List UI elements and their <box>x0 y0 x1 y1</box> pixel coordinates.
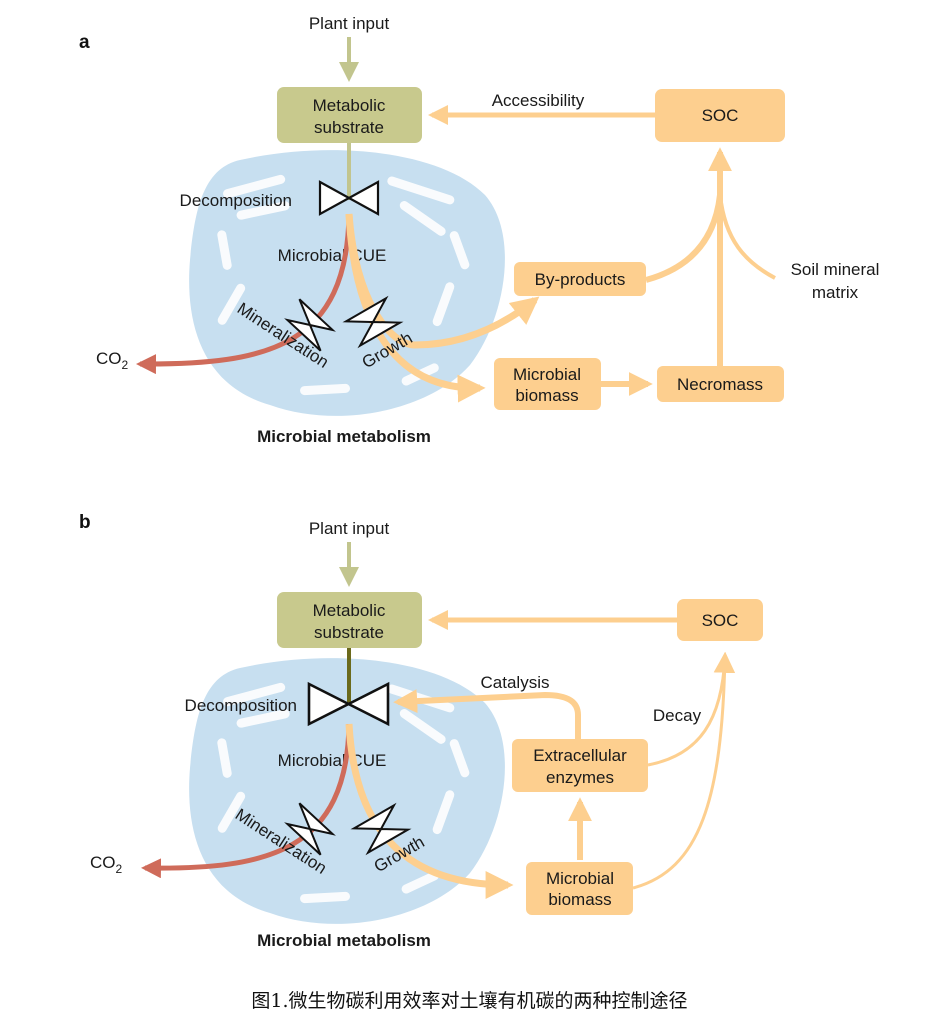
growth-valve-a <box>342 295 404 349</box>
biomass-to-soc-arrow-b <box>632 651 736 890</box>
decomposition-label-a: Decomposition <box>180 191 292 210</box>
panel-a: a Plant input Metabolic substrate <box>79 14 879 446</box>
mineralization-valve-b <box>284 802 336 856</box>
microbial-biomass-line1-b: Microbial <box>546 869 614 888</box>
panel-b-letter: b <box>79 512 91 533</box>
microbial-biomass-line1-a: Microbial <box>513 365 581 384</box>
growth-to-biomass-arrow-a <box>345 213 486 403</box>
microbial-biomass-line2-a: biomass <box>515 386 578 405</box>
microbial-metabolism-label-a: Microbial metabolism <box>257 427 431 446</box>
metabolic-substrate-box-b <box>277 592 422 648</box>
extracellular-enzymes-line1-b: Extracellular <box>533 746 627 765</box>
microbial-biomass-box-b <box>526 862 633 915</box>
co2-label-b: CO2 <box>90 853 123 876</box>
microbial-biomass-line2-b: biomass <box>548 890 611 909</box>
figure-caption: 图1.微生物碳利用效率对土壤有机碳的两种控制途径 <box>251 990 688 1012</box>
accessibility-label-a: Accessibility <box>492 91 585 110</box>
soc-label-a: SOC <box>702 106 739 125</box>
metabolic-substrate-line1-b: Metabolic <box>313 601 386 620</box>
microbial-biomass-box-a <box>494 358 601 410</box>
extracellular-enzymes-line2-b: enzymes <box>546 768 614 787</box>
growth-valve-b <box>350 802 412 856</box>
plant-input-label-a: Plant input <box>309 14 390 33</box>
metabolic-substrate-line1-a: Metabolic <box>313 96 386 115</box>
metabolic-substrate-box-a <box>277 87 422 143</box>
soc-box-b <box>677 599 763 641</box>
decomposition-valve-a <box>318 180 380 216</box>
co2-label-a: CO2 <box>96 349 129 372</box>
metabolic-substrate-line2-a: substrate <box>314 118 384 137</box>
growth-to-biomass-arrow-b <box>345 723 514 899</box>
mineralization-arrow-a <box>136 213 352 375</box>
by-products-label-a: By-products <box>535 270 626 289</box>
decomposition-valve-b <box>307 681 390 727</box>
soil-mineral-line2-a: matrix <box>812 283 859 302</box>
catalysis-arrow-b <box>393 689 581 740</box>
decay-label-b: Decay <box>653 706 702 725</box>
extracellular-enzymes-box-b <box>512 739 648 792</box>
soc-label-b: SOC <box>702 611 739 630</box>
mineral-matrix-to-soc-arrow-a <box>718 194 776 280</box>
necromass-box-a <box>657 366 784 402</box>
microbial-metabolism-label-b: Microbial metabolism <box>257 931 431 950</box>
microbial-cue-label-a: Microbial CUE <box>278 246 387 265</box>
necromass-label-a: Necromass <box>677 375 763 394</box>
microbial-cue-label-b: Microbial CUE <box>278 751 387 770</box>
plant-input-label-b: Plant input <box>309 519 390 538</box>
catalysis-label-b: Catalysis <box>481 673 550 692</box>
byproducts-to-soc-arrow-a <box>645 194 723 283</box>
mineralization-valve-a <box>284 298 336 352</box>
panel-a-letter: a <box>79 32 90 53</box>
metabolic-substrate-line2-b: substrate <box>314 623 384 642</box>
soc-box-a <box>655 89 785 142</box>
by-products-box-a <box>514 262 646 296</box>
panel-b: b Plant input Metabolic substrate <box>79 512 763 950</box>
soil-mineral-line1-a: Soil mineral <box>791 260 880 279</box>
decomposition-label-b: Decomposition <box>185 696 297 715</box>
mineralization-arrow-b <box>141 723 352 879</box>
figure: a Plant input Metabolic substrate <box>79 14 879 950</box>
